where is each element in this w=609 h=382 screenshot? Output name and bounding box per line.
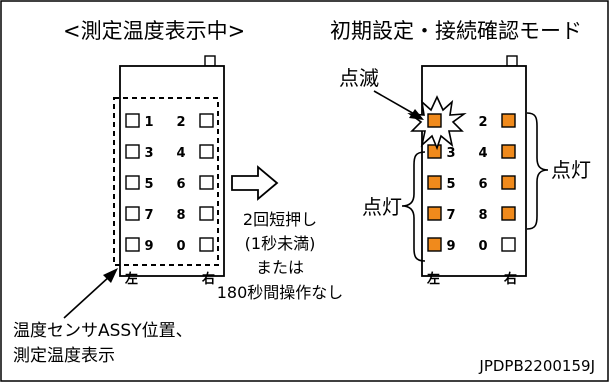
left-unit-key-6-label: 6	[176, 177, 185, 192]
left-keypad: 1 3 5 7 9 2 4 6 8 0	[125, 113, 214, 254]
right-keypad: 3 5 7 9 2 4 6 8 0	[427, 113, 516, 254]
left-device-side-right: 右	[201, 271, 215, 287]
arrow-note-line-3: または	[256, 258, 304, 277]
sensor-pointer-arrow	[63, 268, 118, 319]
left-unit-key-6-box	[199, 175, 214, 190]
right-unit-key-5-box	[427, 175, 442, 190]
right-unit-key-4-box	[501, 144, 516, 159]
right-unit-key-5-label: 5	[446, 177, 455, 192]
right-unit-key-7-box	[427, 206, 442, 221]
left-device-side-left: 左	[125, 271, 138, 287]
left-unit-key-8-box	[199, 206, 214, 221]
transition-arrow-icon	[231, 165, 279, 201]
right-unit-key-7-label: 7	[446, 208, 455, 223]
right-unit-key-9-label: 9	[446, 239, 455, 254]
left-unit-key-5-box	[125, 175, 140, 190]
sensor-note-line-2: 測定温度表示	[13, 346, 115, 366]
right-unit-key-3-box	[427, 144, 442, 159]
right-device-tab	[506, 55, 518, 67]
right-unit-key-6-label: 6	[478, 177, 487, 192]
left-unit-key-8-label: 8	[176, 208, 185, 223]
right-unit-key-1-box	[427, 113, 442, 128]
right-unit-key-4-label: 4	[478, 146, 487, 161]
arrow-note-line-1: 2回短押し	[243, 210, 317, 229]
right-unit-key-3-label: 3	[446, 146, 455, 161]
right-unit-key-0-box	[501, 237, 516, 252]
right-unit-key-0-label: 0	[478, 239, 487, 254]
left-unit-key-0-box	[199, 237, 214, 252]
left-unit-key-4-box	[199, 144, 214, 159]
left-unit-key-7-label: 7	[144, 208, 153, 223]
left-unit-key-4-label: 4	[176, 146, 185, 161]
arrow-note-line-4: 180秒間操作なし	[217, 283, 344, 302]
left-unit-key-2-box	[199, 113, 214, 128]
left-unit-key-9-label: 9	[144, 239, 153, 254]
right-unit-key-6-box	[501, 175, 516, 190]
left-brace	[401, 151, 426, 262]
arrow-note-line-2: (1秒未満)	[245, 234, 316, 253]
left-unit-key-9-box	[125, 237, 140, 252]
blink-key	[427, 113, 442, 128]
left-unit-key-7-box	[125, 206, 140, 221]
right-device-side-right: 右	[503, 271, 517, 287]
right-title: 初期設定・接続確認モード	[330, 19, 582, 43]
left-unit-key-3-box	[125, 144, 140, 159]
right-brace	[526, 112, 549, 230]
right-unit-key-8-box	[501, 206, 516, 221]
blink-label: 点滅	[339, 66, 379, 90]
left-unit-key-2-label: 2	[176, 115, 185, 130]
lit-label-right: 点灯	[551, 158, 591, 182]
left-unit-key-5-label: 5	[144, 177, 153, 192]
sensor-note-line-1: 温度センサASSY位置、	[13, 321, 193, 341]
right-unit-key-2-box	[501, 113, 516, 128]
lit-label-left: 点灯	[362, 195, 402, 219]
right-unit-key-8-label: 8	[478, 208, 487, 223]
left-title: <測定温度表示中>	[63, 19, 245, 43]
left-unit-key-0-label: 0	[176, 239, 185, 254]
right-device-side-left: 左	[427, 271, 440, 287]
right-unit-key-9-box	[427, 237, 442, 252]
document-id: JPDPB2200159J	[478, 357, 595, 375]
right-unit-key-2-label: 2	[478, 115, 487, 130]
left-unit-key-1-label: 1	[144, 115, 153, 130]
blink-pointer-arrow	[373, 90, 424, 120]
left-unit-key-1-box	[125, 113, 140, 128]
left-device-tab	[204, 55, 216, 67]
left-unit-key-3-label: 3	[144, 146, 153, 161]
